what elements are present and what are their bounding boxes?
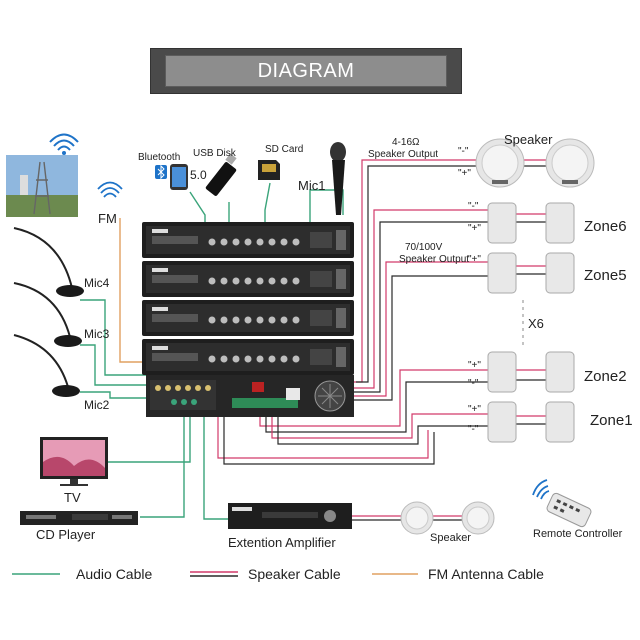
mic1-cable [309,189,344,225]
mic2-label: Mic2 [84,398,110,412]
radio-tower-icon [6,155,78,217]
zone6-minus-label: "-" [468,201,479,212]
gooseneck-mic-4 [13,227,84,297]
mic1-label: Mic1 [298,178,326,193]
hv-output-label-line2: Speaker Output [399,254,470,265]
low-imp-output-label-line2: Speaker Output [368,149,439,160]
bluetooth-version-label: 5.0 [190,168,207,182]
remote-controller-label: Remote Controller [533,528,623,540]
usb-disk-icon [205,153,237,196]
sd-card-icon [258,160,280,180]
gooseneck-mic-2 [13,334,80,397]
hv-output-label-line1: 70/100V [405,242,443,253]
zone2-speakers [487,351,575,393]
ceiling-plus-label: "+" [458,168,471,179]
amplifier-unit-3 [142,300,354,336]
zone6-label: Zone6 [584,218,627,235]
extension-speaker-2 [461,501,495,535]
low-imp-output-label-line1: 4-16Ω [392,137,420,148]
zone5-speakers [487,252,575,294]
gooseneck-mic-3 [13,282,82,347]
zone1-label: Zone1 [590,412,633,429]
bluetooth-label: Bluetooth [138,152,181,163]
zone6-plus-label: "+" [468,223,481,234]
speaker-title-label: Speaker [504,132,553,147]
legend-speaker-cable: Speaker Cable [248,566,341,582]
legend-lines [12,571,418,577]
tv-label: TV [64,490,81,505]
amplifier-rear-panel [146,375,354,417]
zone1-minus-label: "-" [468,424,479,435]
zone1-plus-label: "+" [468,404,481,415]
ceiling-speaker-2 [545,138,595,188]
page-title: DIAGRAM [165,55,447,87]
amplifier-unit-4 [142,339,354,375]
cd-player-label: CD Player [36,527,96,542]
bluetooth-phone-icon [155,164,188,190]
cd-player-icon [20,511,138,525]
zone2-label: Zone2 [584,368,627,385]
handheld-mic-icon [330,142,346,215]
amplifier-stack [142,222,354,417]
zone2-minus-label: "-" [468,378,479,389]
ceiling-speaker-1 [475,138,525,188]
mic4-label: Mic4 [84,276,110,290]
legend-fm-antenna-cable: FM Antenna Cable [428,566,544,582]
remote-wireless-icon [532,479,550,500]
extension-amplifier-label: Extention Amplifier [228,535,336,550]
zone5-plus-label: "+" [468,254,481,265]
mic2-cable [80,391,178,399]
extension-speaker-label: Speaker [430,532,471,544]
extension-amplifier-icon [228,503,352,529]
ceiling-minus-label: "-" [458,146,469,157]
tv-cable [108,410,191,463]
extension-speaker-1 [400,501,434,535]
amplifier-unit-2 [142,261,354,297]
tower-wireless-icon [49,133,79,151]
title-banner: DIAGRAM [150,48,462,94]
legend-audio-cable: Audio Cable [76,566,153,582]
fm-wireless-icon [97,181,123,198]
zone6-speakers [487,202,575,244]
zone2-plus-label: "+" [468,360,481,371]
remote-controller-icon [546,492,592,528]
amplifier-unit-1 [142,222,354,258]
audio-cables [80,182,344,520]
zone5-label: Zone5 [584,267,627,284]
tv-icon [40,437,108,486]
speaker-cables [217,159,548,521]
cd-cable [140,410,185,518]
zone1-speakers [487,401,575,443]
usb-disk-label: USB Disk [193,148,236,159]
mic3-label: Mic3 [84,327,110,341]
extension-amp-cable [203,410,228,520]
mic3-cable [80,344,178,386]
sd-card-label: SD Card [265,144,304,155]
fm-label: FM [98,211,117,226]
zone-multiplier-label: X6 [528,316,544,331]
